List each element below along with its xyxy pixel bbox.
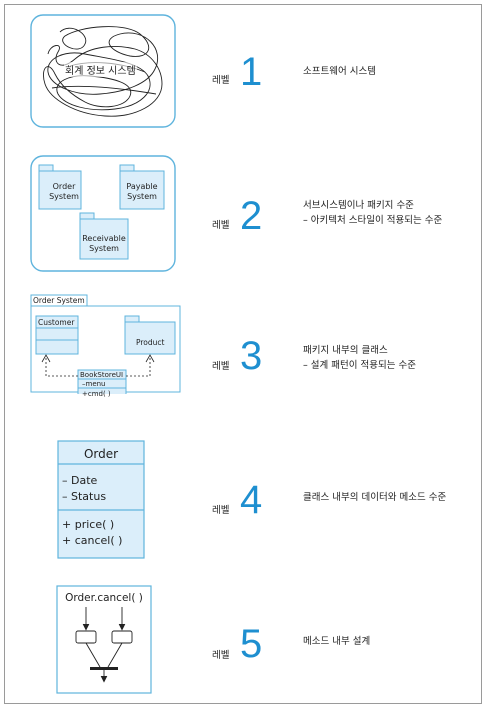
class-op-cancel: + cancel( ) [62, 534, 123, 547]
level3-diagram [30, 294, 181, 394]
pkg-payable-label-2: System [127, 192, 157, 201]
level-number: 5 [240, 622, 263, 666]
product-package-label: Product [136, 338, 165, 347]
level-number: 4 [240, 478, 263, 522]
class-attr-status: – Status [62, 490, 107, 503]
level-desc: 소프트웨어 시스템 [303, 66, 376, 77]
level-desc: 패키지 내부의 클래스 [303, 345, 388, 356]
package-payable [119, 164, 165, 210]
level-desc-2: – 아키텍처 스타일이 적용되는 수준 [303, 215, 443, 226]
scribble [43, 26, 163, 117]
customer-class-label: Customer [38, 318, 75, 327]
level2-diagram [30, 155, 176, 272]
pkg-order-label-1: Order [52, 182, 76, 191]
level-number: 2 [240, 194, 263, 238]
level-word: 레벨 [212, 650, 230, 661]
package-order [38, 164, 82, 210]
level-desc: 서브시스템이나 패키지 수준 [303, 200, 414, 211]
level4-diagram [57, 440, 145, 559]
level-word: 레벨 [212, 220, 230, 231]
class-name: Order [83, 447, 119, 461]
level-word: 레벨 [212, 75, 230, 86]
level5-diagram [56, 585, 152, 694]
pkg-receivable-label-2: System [89, 244, 119, 253]
level-number: 3 [240, 334, 263, 378]
level-word: 레벨 [212, 505, 230, 516]
bookstore-op-label: +cmd( ) [82, 390, 111, 398]
figure-frame [4, 4, 482, 704]
level-number: 1 [240, 50, 263, 94]
method-title: Order.cancel( ) [65, 592, 143, 604]
level-desc: 메소드 내부 설계 [303, 636, 371, 647]
package-tab-label: Order System [33, 296, 85, 305]
bookstore-class-label: BookStoreUI [80, 371, 124, 379]
level-desc-2: – 설계 패턴이 적용되는 수준 [303, 360, 416, 371]
level-desc: 클래스 내부의 데이터와 메소드 수준 [303, 492, 447, 503]
pkg-receivable-label-1: Receivable [82, 234, 126, 243]
pkg-payable-label-1: Payable [126, 182, 158, 191]
class-op-price: + price( ) [62, 518, 115, 531]
level-word: 레벨 [212, 361, 230, 372]
bookstore-attr-label: –menu [82, 380, 106, 388]
class-attr-date: – Date [62, 474, 98, 487]
pkg-order-label-2: System [49, 192, 79, 201]
system-label: 회계 정보 시스템 [64, 62, 137, 77]
package-receivable [79, 212, 129, 260]
